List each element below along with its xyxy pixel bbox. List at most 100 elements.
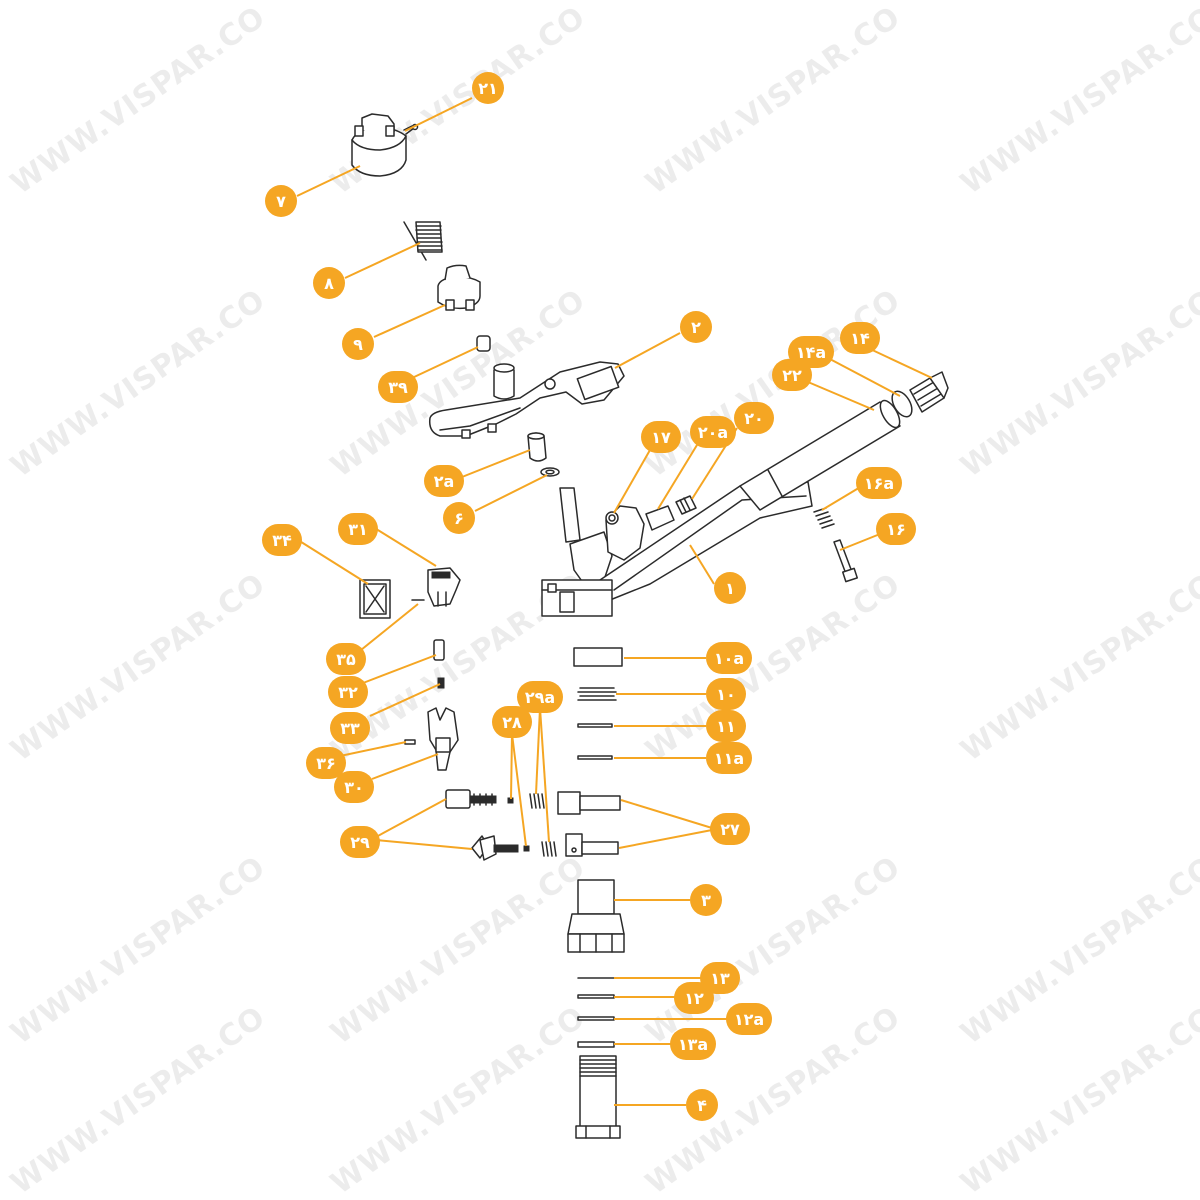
callout-badge: ۸ xyxy=(313,267,345,299)
leader-line xyxy=(821,485,863,511)
part-lever xyxy=(427,707,459,771)
callout-badge: ۱۲ xyxy=(674,982,714,1014)
callout-badge: ۱۰ xyxy=(706,678,746,710)
callout-label: ۲۰a xyxy=(698,423,728,442)
part-spring xyxy=(529,793,557,857)
callout-label: ۷ xyxy=(276,192,286,211)
callout-badge: ۳۰ xyxy=(334,771,374,803)
callout-badge: ۲۹ xyxy=(340,826,380,858)
leader-line xyxy=(620,799,713,829)
part-roller xyxy=(433,639,445,661)
callout-label: ۳ xyxy=(701,891,711,910)
part-small-ring xyxy=(605,511,619,525)
callout-label: ۱۰ xyxy=(716,685,736,704)
callout-label: ۳۲ xyxy=(338,683,358,702)
leader-line xyxy=(618,829,713,849)
part-slide xyxy=(557,791,621,857)
callout-badge: ۳۱ xyxy=(338,513,378,545)
callout-badge: ۲۹a xyxy=(517,681,563,713)
part-cap xyxy=(351,113,419,177)
callout-badge: ۳۶ xyxy=(306,747,346,779)
part-washer xyxy=(577,977,615,1048)
callout-label: ۱۲ xyxy=(684,989,704,1008)
callout-badge: ۲a xyxy=(424,465,464,497)
part-o-ring xyxy=(891,390,913,418)
leader-line xyxy=(360,603,419,651)
callout-label: ۹ xyxy=(353,335,363,354)
callout-badge: ۱۰a xyxy=(706,642,752,674)
part-insert xyxy=(645,505,675,531)
callout-badge: ۱۶ xyxy=(876,513,916,545)
callout-badge: ۱ xyxy=(714,572,746,604)
leader-line xyxy=(296,165,361,197)
watermark: WWW.VISPAR.CO xyxy=(640,567,908,769)
callout-badge: ۲۸ xyxy=(492,706,532,738)
callout-badge: ۳۴ xyxy=(262,524,302,556)
leader-line xyxy=(371,753,439,780)
part-pin xyxy=(403,125,413,131)
callout-badge: ۲۰ xyxy=(734,402,774,434)
part-hub xyxy=(437,264,481,311)
part-main-body xyxy=(541,481,813,617)
callout-badge: ۱۴ xyxy=(840,322,880,354)
callout-label: ۲۰ xyxy=(744,409,764,428)
part-shim xyxy=(577,723,613,728)
watermark: WWW.VISPAR.CO xyxy=(640,0,908,202)
part-fitting xyxy=(675,495,697,515)
callout-label: ۲۲ xyxy=(782,366,802,385)
callout-badge: ۱۳ xyxy=(700,962,740,994)
callout-label: ۱۱ xyxy=(716,717,736,736)
callout-badge: ۳۲ xyxy=(328,676,368,708)
callout-badge: ۲۲ xyxy=(772,359,812,391)
callout-badge: ۷ xyxy=(265,185,297,217)
callout-label: ۱۲a xyxy=(734,1010,764,1029)
callout-label: ۲ xyxy=(691,318,701,337)
leader-line xyxy=(535,707,541,795)
part-spring-coil xyxy=(403,221,443,261)
part-tube xyxy=(739,399,901,511)
leader-line xyxy=(657,444,698,510)
callout-badge: ۹ xyxy=(342,328,374,360)
part-riser xyxy=(575,1055,621,1139)
callout-label: ۱۱a xyxy=(714,749,744,768)
callout-badge: ۲۱ xyxy=(472,72,504,104)
callout-badge: ۳۵ xyxy=(326,643,366,675)
callout-label: ۲۷ xyxy=(720,820,740,839)
part-bushing xyxy=(476,335,491,352)
callout-label: ۸ xyxy=(324,274,334,293)
callout-badge: ۳ xyxy=(690,884,722,916)
callout-badge: ۶ xyxy=(443,502,475,534)
callout-label: ۱۷ xyxy=(651,428,671,447)
watermark: WWW.VISPAR.CO xyxy=(955,283,1200,485)
part-spring xyxy=(577,687,617,701)
leader-line xyxy=(867,347,933,379)
part-arm xyxy=(428,361,625,439)
leader-line xyxy=(539,707,550,843)
part-nozzle xyxy=(909,371,949,413)
leader-line xyxy=(613,449,651,514)
callout-label: ۳۴ xyxy=(272,531,292,550)
watermark: WWW.VISPAR.CO xyxy=(955,0,1200,202)
callout-label: ۱ xyxy=(725,579,735,598)
leader-line xyxy=(474,474,548,512)
part-small-pin xyxy=(404,739,416,745)
callout-label: ۲۱ xyxy=(478,79,498,98)
callout-label: ۳۱ xyxy=(348,520,368,539)
leader-line xyxy=(344,242,421,279)
leader-line xyxy=(827,357,901,397)
callout-label: ۶ xyxy=(454,509,464,528)
callout-label: ۱۶ xyxy=(886,520,906,539)
callout-badge: ۲۰a xyxy=(690,416,736,448)
leader-line xyxy=(689,544,715,585)
part-bearing-housing xyxy=(567,879,625,953)
callout-label: ۲۹a xyxy=(525,688,555,707)
leader-line xyxy=(339,741,407,757)
leader-line xyxy=(411,346,479,379)
part-small-spring xyxy=(813,507,835,529)
callout-label: ۳۰ xyxy=(344,778,364,797)
callout-label: ۳۹ xyxy=(388,378,408,397)
watermark: WWW.VISPAR.CO xyxy=(5,0,273,202)
callout-label: ۱۰a xyxy=(714,649,744,668)
part-screw xyxy=(445,789,497,809)
